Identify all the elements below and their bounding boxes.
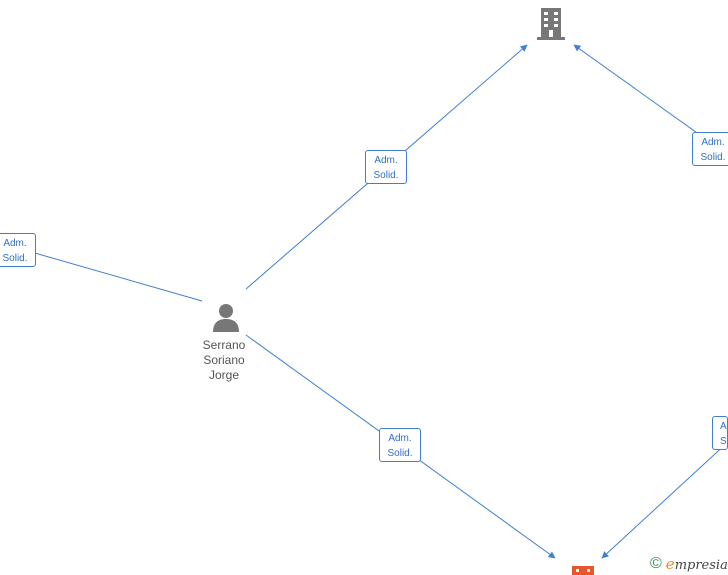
person-name[interactable]: Serrano Soriano Jorge <box>188 338 260 383</box>
relation-label[interactable]: Adm. Solid. <box>365 150 407 184</box>
person-name-line: Jorge <box>208 368 240 382</box>
person-name-line: Soriano <box>203 353 245 367</box>
brand-logo: empresia <box>665 555 728 573</box>
relation-label[interactable]: Adm. Solid. <box>379 428 421 462</box>
relation-label[interactable]: Adm. Solid. <box>692 132 728 166</box>
edge-right-to-bottom-company <box>601 441 728 559</box>
person-icon[interactable] <box>211 302 241 332</box>
copyright-notice: © empresia <box>650 554 728 574</box>
person-name-line: Serrano <box>202 338 246 352</box>
relation-label[interactable]: Adm. Solid. <box>0 233 36 267</box>
building-icon[interactable] <box>571 566 595 575</box>
copyright-icon: © <box>650 555 662 572</box>
relation-label[interactable]: Adm. Solid. <box>712 416 728 450</box>
building-icon[interactable] <box>534 6 568 40</box>
